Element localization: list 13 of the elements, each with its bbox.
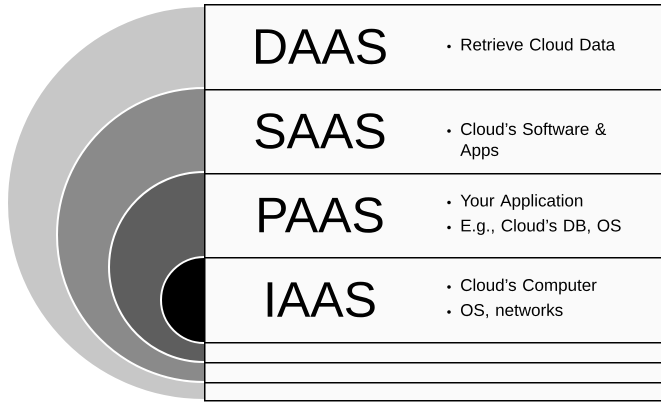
bullet-item: OS, networks [461, 304, 563, 318]
layer-heading: IAAS [268, 282, 375, 318]
bullet-item: E.g., Cloud’s DB, OS [462, 219, 621, 235]
bullet-item: Cloud’s Computer [461, 278, 597, 294]
layer-band [204, 362, 661, 384]
layer-heading: DAAS [256, 28, 386, 64]
bullet-item: Your Application [460, 194, 582, 210]
layer-heading: SAAS [256, 113, 384, 149]
layer-band [204, 382, 661, 402]
bullet-item: Retrieve Cloud Data [462, 38, 616, 51]
bullet-item: Cloud’s Software & Apps [460, 122, 606, 160]
layer-heading: PAAS [259, 197, 383, 233]
layer-band [204, 342, 661, 364]
